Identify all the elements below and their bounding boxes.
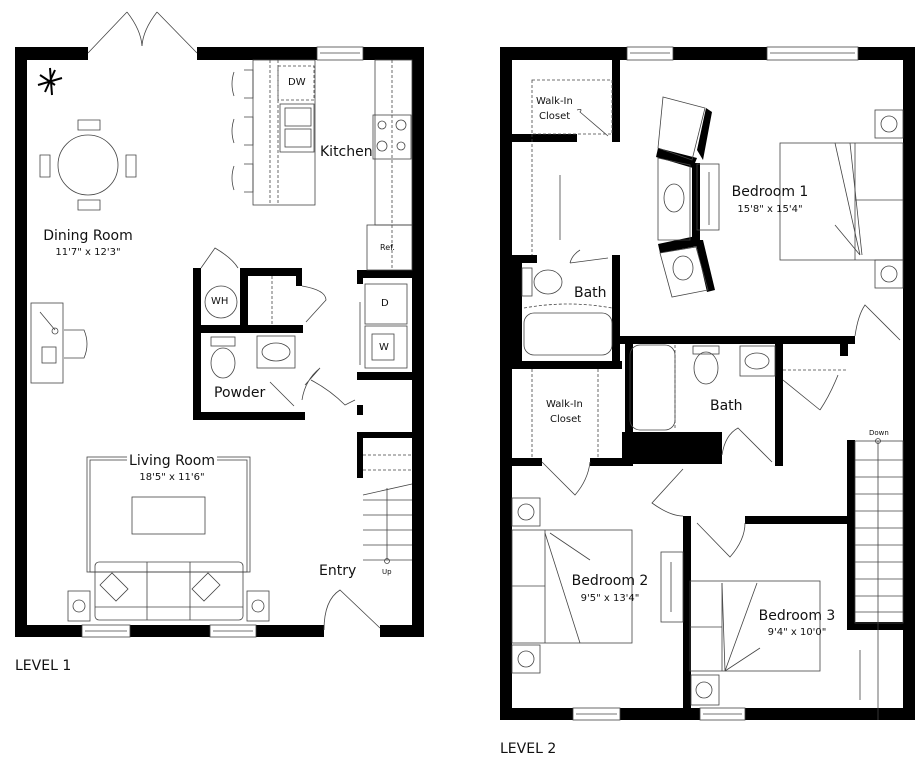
walk-in-closet-2-label-line2: Closet xyxy=(550,414,582,425)
walk-in-closet-1-label-line1: Walk-In xyxy=(536,96,573,107)
bedroom-1-dimensions: 15'8" x 15'4" xyxy=(737,204,803,215)
dryer-label: D xyxy=(381,298,389,309)
powder-room-label: Powder xyxy=(214,385,266,401)
washer-label: W xyxy=(379,342,389,353)
bath-1-label: Bath xyxy=(574,285,607,301)
dining-room-dimensions: 11'7" x 12'3" xyxy=(55,247,121,258)
living-room-label: Living Room xyxy=(127,453,217,469)
walk-in-closet-1-label-line2: Closet xyxy=(539,111,571,122)
refrigerator-label: Ref. xyxy=(380,243,395,252)
bedroom-2-label: Bedroom 2 xyxy=(571,573,649,589)
water-heater-label: WH xyxy=(211,296,229,307)
bedroom-2-dimensions: 9'5" x 13'4" xyxy=(580,593,640,604)
bath-2-label: Bath xyxy=(710,398,743,414)
walk-in-closet-2-label-line1: Walk-In xyxy=(546,399,583,410)
bedroom-3-label: Bedroom 3 xyxy=(758,608,836,624)
entry-label: Entry xyxy=(319,563,357,579)
dining-room-label: Dining Room xyxy=(43,228,133,244)
living-room-dimensions: 18'5" x 11'6" xyxy=(139,472,205,483)
level-1-label: LEVEL 1 xyxy=(15,658,72,674)
level-2-label: LEVEL 2 xyxy=(500,741,557,757)
bedroom-3-dimensions: 9'4" x 10'0" xyxy=(767,627,827,638)
stairs-up-label: Up xyxy=(382,568,392,576)
kitchen-label: Kitchen xyxy=(320,144,373,160)
dishwasher-label: DW xyxy=(288,77,306,88)
stairs-down-label: Down xyxy=(869,429,889,437)
bedroom-1-label: Bedroom 1 xyxy=(731,184,809,200)
